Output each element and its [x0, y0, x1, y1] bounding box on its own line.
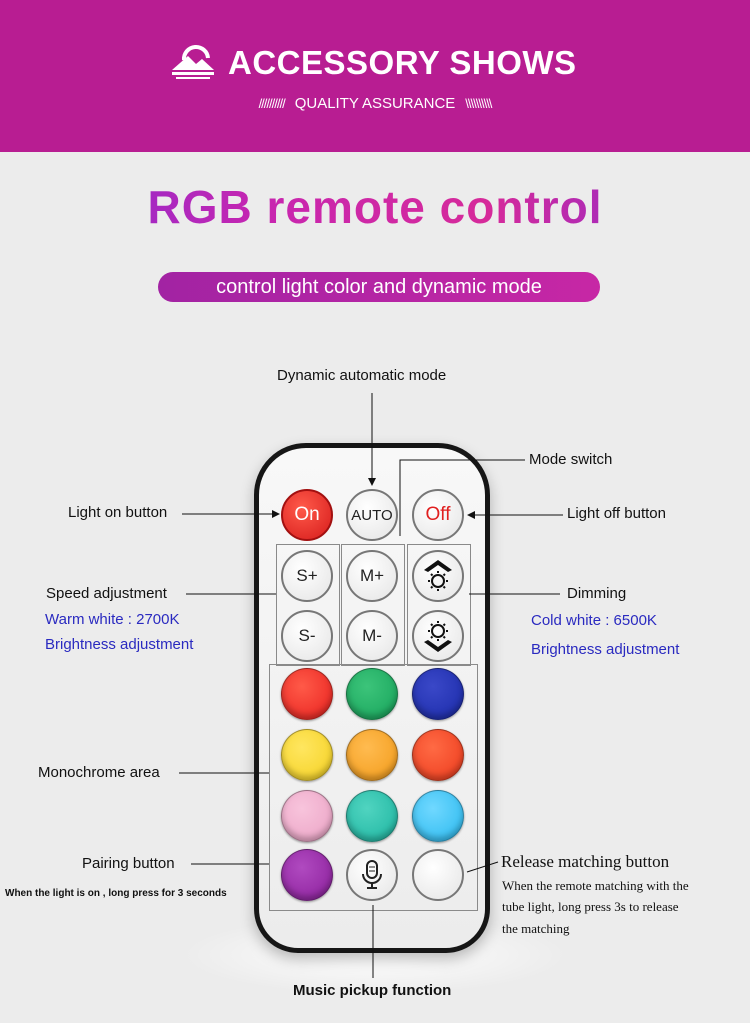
label-light-on: Light on button: [68, 504, 168, 521]
label-release-note-1: When the remote matching with the: [502, 878, 689, 893]
label-brightness-right: Brightness adjustment: [531, 641, 680, 658]
music-button[interactable]: [346, 849, 398, 901]
label-dynamic-mode: Dynamic automatic mode: [277, 367, 447, 384]
header-title: ACCESSORY SHOWS: [228, 44, 577, 81]
label-release-note-3: the matching: [502, 921, 570, 936]
speed-up-button[interactable]: S+: [281, 550, 333, 602]
label-warm-white: Warm white : 2700K: [45, 611, 180, 628]
label-speed: Speed adjustment: [46, 585, 167, 602]
line-mode-switch: [399, 459, 525, 536]
microphone-icon: [362, 860, 382, 889]
sun-up-icon: [424, 560, 452, 591]
color-teal-button[interactable]: [346, 790, 398, 842]
label-pairing: Pairing button: [82, 855, 175, 872]
auto-button[interactable]: AUTO: [346, 489, 398, 541]
tagline-pill: control light color and dynamic mode: [158, 272, 600, 302]
color-orange-button[interactable]: [346, 729, 398, 781]
header-banner: ACCESSORY SHOWS ////////// QUALITY ASSURA…: [0, 0, 750, 152]
off-button[interactable]: Off: [412, 489, 464, 541]
slash-decor-left: //////////: [258, 96, 286, 111]
main-title: RGB remote control: [0, 180, 750, 234]
release-matching-button[interactable]: [412, 849, 464, 901]
color-yellow-button[interactable]: [281, 729, 333, 781]
color-blue-button[interactable]: [412, 668, 464, 720]
color-green-button[interactable]: [346, 668, 398, 720]
label-cold-white: Cold white : 6500K: [531, 612, 657, 629]
speed-down-button[interactable]: S-: [281, 610, 333, 662]
dimming-group-box: [407, 544, 471, 666]
color-red-button[interactable]: [281, 668, 333, 720]
on-button[interactable]: On: [281, 489, 333, 541]
sun-down-icon: [424, 621, 452, 652]
mountain-sun-icon: [172, 45, 214, 79]
speed-group-box: [276, 544, 340, 666]
slash-decor-right: \\\\\\\\\\: [465, 96, 492, 111]
color-sky-button[interactable]: [412, 790, 464, 842]
header-subtitle-row: ////////// QUALITY ASSURANCE \\\\\\\\\\: [0, 95, 750, 112]
mode-up-button[interactable]: M+: [346, 550, 398, 602]
mode-down-button[interactable]: M-: [346, 610, 398, 662]
color-pink-button[interactable]: [281, 790, 333, 842]
label-release: Release matching button: [501, 852, 670, 871]
label-dimming: Dimming: [567, 585, 627, 602]
cold-white-button[interactable]: [412, 610, 464, 662]
label-mode-switch: Mode switch: [529, 451, 613, 468]
label-monochrome: Monochrome area: [38, 764, 160, 781]
warm-white-button[interactable]: [412, 550, 464, 602]
pairing-purple-button[interactable]: [281, 849, 333, 901]
color-orange-red-button[interactable]: [412, 729, 464, 781]
label-music: Music pickup function: [293, 982, 452, 999]
mode-group-box: [341, 544, 405, 666]
label-light-off: Light off button: [567, 505, 666, 522]
label-release-note-2: tube light, long press 3s to release: [502, 899, 679, 914]
line-release: [466, 861, 499, 873]
label-pairing-note: When the light is on , long press for 3 …: [5, 888, 227, 899]
label-brightness-left: Brightness adjustment: [45, 636, 194, 653]
header-subtitle: QUALITY ASSURANCE: [294, 95, 456, 112]
